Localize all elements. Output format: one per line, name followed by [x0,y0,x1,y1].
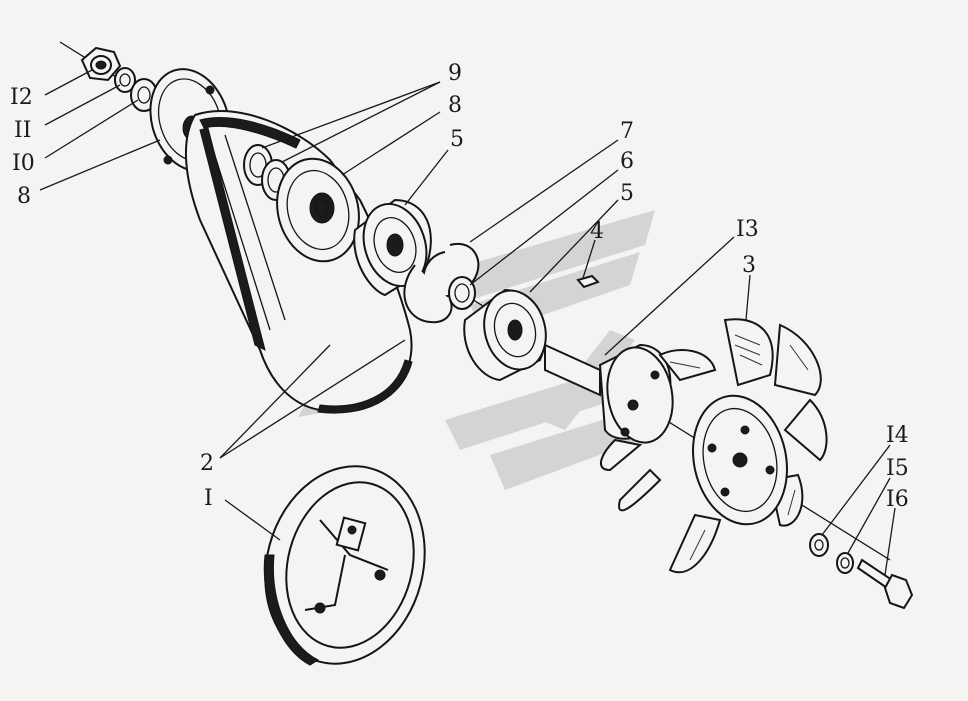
shaft-hub-part-13 [544,343,674,444]
label-part-16: I6 [886,487,909,512]
label-part-15: I5 [886,456,909,481]
label-part-5-upper: 5 [450,127,464,152]
label-part-6: 6 [620,149,634,174]
nut-part-12 [80,46,122,82]
label-part-7: 7 [620,119,634,144]
label-part-8-left: 8 [17,184,31,209]
crankshaft-pulley-part-1 [263,465,426,666]
washer-part-14 [809,533,829,557]
label-part-4: 4 [590,219,604,244]
label-part-1: I [204,486,213,511]
v-belt-part-2 [185,110,413,414]
label-part-13: I3 [736,217,759,242]
lock-washer-part-11 [114,67,136,93]
label-part-3: 3 [742,253,756,278]
label-part-5-lower: 5 [620,181,634,206]
spacer-ring-part-6 [448,276,476,310]
label-part-11: II [14,118,31,143]
bearing-part-5-upper [353,198,432,297]
bearing-part-5-lower [463,288,547,382]
label-part-10: I0 [12,151,35,176]
label-part-12: I2 [10,85,33,110]
fan-part-3 [600,318,828,573]
key-part-4 [576,274,600,289]
lock-washer-part-15 [836,552,854,574]
pulley-flange-part-8-lower [276,157,360,263]
label-part-2: 2 [200,451,214,476]
label-part-14: I4 [886,423,909,448]
bolt-part-16 [856,558,914,610]
part-labels: I2 II I0 8 9 8 5 7 6 5 4 I3 3 2 I I4 I5 … [10,61,909,512]
label-part-9: 9 [448,61,462,86]
label-part-8-right: 8 [448,93,462,118]
leader-lines [39,69,896,576]
